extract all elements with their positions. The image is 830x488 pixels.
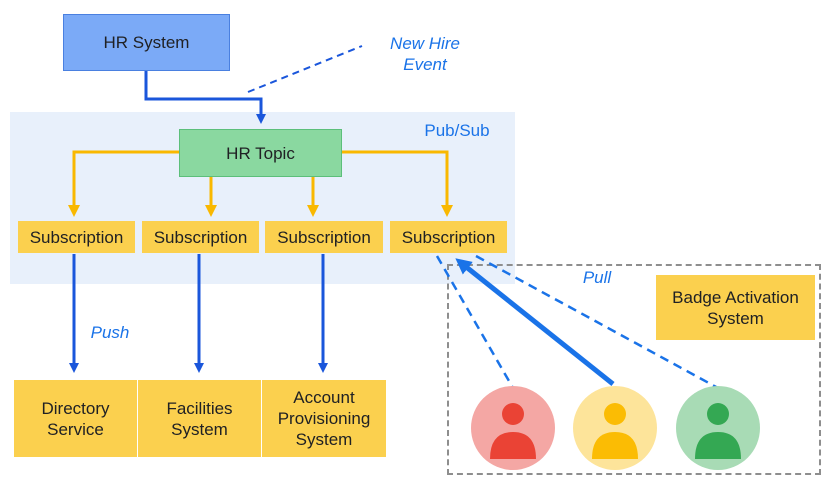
badge-line2: System [707,308,764,328]
directory-line1: Directory [41,398,110,418]
push-label: Push [90,323,130,342]
facilities-line2: System [171,419,228,439]
badge-activation-frame [447,264,821,475]
hr-system-to-topic-arrow [144,71,266,124]
account-provisioning-box: Account Provisioning System [262,380,386,457]
facilities-line1: Facilities [166,398,233,418]
account-line2: Provisioning [277,409,371,428]
new-hire-event-label: New Hire Event [370,33,480,75]
hr-topic-box: HR Topic [179,129,342,177]
fanout-arrows [68,150,453,217]
pubsub-label: Pub/Sub [424,121,490,140]
directory-service-box: Directory Service [14,380,137,457]
pull-arrow [455,258,615,386]
push-arrows [69,254,328,373]
account-line3: System [295,430,353,449]
user-icon-green [676,386,760,470]
subscription-box-4: Subscription [390,221,507,253]
facilities-system-box: Facilities System [138,380,261,457]
new-hire-event-pointer [247,45,363,93]
new-hire-line2: Event [403,55,447,74]
user-icon-yellow [573,386,657,470]
hr-system-box: HR System [63,14,230,71]
new-hire-line1: New Hire [390,34,460,53]
subscription-box-1: Subscription [18,221,135,253]
subscription-box-2: Subscription [142,221,259,253]
user-icon-red [471,386,555,470]
pull-label: Pull [582,268,612,287]
account-line1: Account [293,388,355,407]
pull-dashed-lines [435,254,719,390]
subscription-box-3: Subscription [265,221,383,253]
badge-activation-box: Badge Activation System [656,275,815,340]
badge-line1: Badge Activation [672,287,799,307]
directory-line2: Service [47,419,104,439]
